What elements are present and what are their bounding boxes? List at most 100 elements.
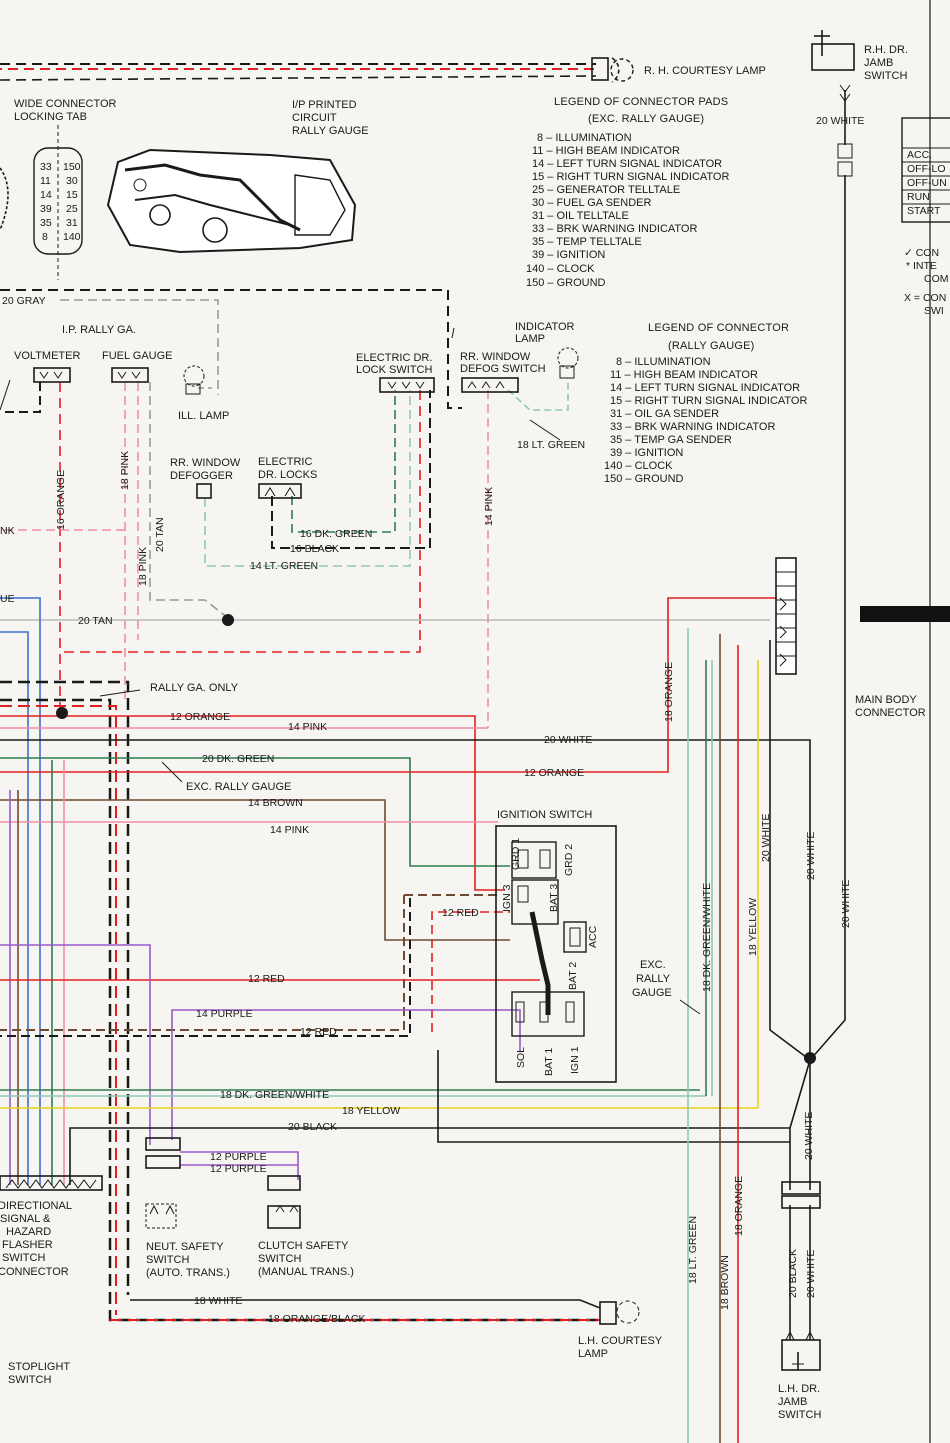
- exc-rally-3: GAUGE: [632, 987, 672, 999]
- neut-safety-label: (AUTO. TRANS.): [146, 1267, 230, 1279]
- wire-rally-box-black: [0, 680, 130, 1295]
- ip-printed-label-1: I/P PRINTED: [292, 99, 357, 111]
- label-12-orange-b: 12 ORANGE: [524, 767, 584, 779]
- ign-ign3: IGN 3: [501, 884, 513, 912]
- lh-jamb-label: JAMB: [778, 1396, 807, 1408]
- label-12-purple-b: 12 PURPLE: [210, 1163, 267, 1175]
- ign-bat1: BAT 1: [543, 1048, 555, 1076]
- label-14-pink-h2: 14 PINK: [270, 824, 309, 836]
- wire-voltmeter-black: [0, 382, 41, 413]
- label-14-purple: 14 PURPLE: [196, 1008, 253, 1020]
- switch-labels: R.H. DR. JAMB SWITCH IGNITION SWITCH GRD…: [0, 44, 908, 1421]
- label-14-pink-v: 14 PINK: [483, 487, 495, 526]
- wire-20-gray: [60, 299, 219, 395]
- legend-exc-subtitle: (EXC. RALLY GAUGE): [588, 113, 704, 125]
- label-18-orange-v2: 18 ORANGE: [733, 1176, 745, 1236]
- label-20-black-v: 20 BLACK: [787, 1249, 799, 1298]
- table-note: SWI: [924, 305, 944, 317]
- lh-courtesy-label: L.H. COURTESY: [578, 1335, 663, 1347]
- voltmeter-label: VOLTMETER: [14, 350, 80, 362]
- splice-rally: [56, 707, 68, 719]
- table-note: X = CON: [904, 292, 946, 304]
- ignition-switch: [495, 825, 617, 1083]
- ip-printed-label-3: RALLY GAUGE: [292, 125, 369, 137]
- label-18-orange-black: 18 ORANGE/BLACK: [268, 1313, 365, 1325]
- lock-switch-label: ELECTRIC DR.: [356, 352, 432, 364]
- rr-defogger-label: DEFOGGER: [170, 470, 233, 482]
- ign-acc: ACC: [587, 925, 599, 948]
- legend-exc-item: 31 – OIL TELLTALE: [532, 210, 629, 222]
- label-12-orange-a: 12 ORANGE: [170, 711, 230, 723]
- elec-locks-label: DR. LOCKS: [258, 469, 317, 481]
- label-18-pink-a: 18 PINK: [119, 451, 131, 490]
- table-note: * INTE: [906, 260, 937, 272]
- pad-8: 8: [42, 231, 48, 243]
- label-16-orange: 16 ORANGE: [55, 470, 67, 530]
- ign-sol: SOL: [515, 1047, 527, 1068]
- legend-exc-item: 140 – CLOCK: [526, 263, 595, 275]
- pad-15: 15: [66, 189, 78, 201]
- wire-labels: 20 GRAY 20 WHITE 18 LT. GREEN NK UE 16 D…: [0, 115, 864, 1325]
- defog-switch-label: DEFOG SWITCH: [460, 363, 546, 375]
- clutch-safety-label: CLUTCH SAFETY: [258, 1240, 349, 1252]
- label-20-white-top: 20 WHITE: [816, 115, 864, 127]
- label-20-white-v4: 20 WHITE: [803, 1112, 815, 1160]
- directional-label: CONNECTOR: [0, 1266, 69, 1278]
- label-18-yellow-v: 18 YELLOW: [747, 898, 759, 956]
- wire-14-brown: [0, 799, 510, 941]
- ip-printed-label-2: CIRCUIT: [292, 112, 337, 124]
- splice-tan: [222, 614, 234, 626]
- ip-printed-circuit: [106, 148, 357, 254]
- legend-rally-item: 39 – IGNITION: [610, 447, 683, 459]
- voltmeter-connector: [33, 367, 71, 383]
- labels-top: R. H. COURTESY LAMP WIDE CONNECTOR LOCKI…: [14, 65, 766, 243]
- ip-rally-label: I.P. RALLY GA.: [62, 324, 136, 336]
- wire-12-red-a: [431, 911, 510, 1032]
- table-row-start: START: [907, 205, 941, 217]
- indicator-lamp-label: LAMP: [515, 333, 545, 345]
- legend-rally-item: 14 – LEFT TURN SIGNAL INDICATOR: [610, 382, 800, 394]
- label-20-white-h: 20 WHITE: [544, 734, 592, 746]
- table-row-acc: ACC.: [907, 149, 932, 161]
- gauge-edge: [0, 167, 9, 231]
- indicator-lamp-label: INDICATOR: [515, 321, 575, 333]
- label-14-lt-green: 14 LT. GREEN: [250, 560, 318, 572]
- wire-rally-box-red: [0, 705, 117, 1315]
- legend-exc-item: 15 – RIGHT TURN SIGNAL INDICATOR: [532, 171, 729, 183]
- table-row-off-lo: OFF-LO: [907, 163, 946, 175]
- rr-defogger-connector: [196, 483, 212, 499]
- label-20-white-v3: 20 WHITE: [840, 880, 852, 928]
- pad-140: 140: [63, 231, 81, 243]
- label-blue-frag: UE: [0, 593, 15, 605]
- exc-rally-3: RALLY: [636, 973, 671, 985]
- lh-jamb-label: SWITCH: [778, 1409, 821, 1421]
- wire-18-white: [130, 1299, 601, 1309]
- wire-20-white-v-right: [809, 175, 846, 1061]
- wire-20-dk-green: [0, 757, 510, 867]
- wire-lh-jamb: [789, 1205, 811, 1340]
- legend-exc-rally: LEGEND OF CONNECTOR PADS (EXC. RALLY GAU…: [526, 96, 729, 289]
- wire-blue-h2: [0, 631, 29, 1185]
- neut-safety-label: SWITCH: [146, 1254, 189, 1266]
- rh-jamb-label: JAMB: [864, 57, 893, 69]
- clutch-safety-switch: [267, 1175, 301, 1229]
- main-body-label: CONNECTOR: [855, 707, 926, 719]
- lh-jamb-switch: [781, 1181, 821, 1371]
- rh-jamb-label: R.H. DR.: [864, 44, 908, 56]
- label-18-dkgw-h: 18 DK. GREEN/WHITE: [220, 1089, 329, 1101]
- rh-courtesy-label: R. H. COURTESY LAMP: [644, 65, 766, 77]
- rr-defogger-label: RR. WINDOW: [170, 457, 241, 469]
- wire-black-dash-top: [0, 289, 462, 409]
- wire-14-lt-green: [204, 390, 411, 567]
- indicator-pointer: [529, 419, 561, 441]
- defog-switch-connector: [461, 377, 519, 393]
- legend-rally-item: 140 – CLOCK: [604, 460, 673, 472]
- right-table-labels: ACC. OFF-LO OFF-UN RUN START ✓ CON * INT…: [904, 149, 949, 317]
- ign-bat3: BAT 3: [548, 884, 560, 912]
- rh-jamb-switch: [811, 30, 855, 177]
- elec-locks-label: ELECTRIC: [258, 456, 312, 468]
- lh-courtesy-lamp: [599, 1300, 640, 1325]
- pad-35: 35: [40, 217, 52, 229]
- rh-jamb-label: SWITCH: [864, 70, 907, 82]
